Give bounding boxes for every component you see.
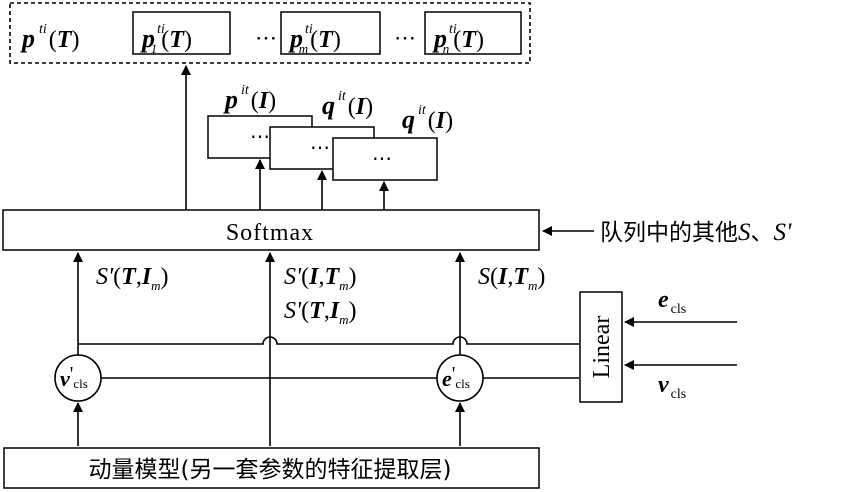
prob-box-3 (332, 137, 438, 181)
prob-box-1-content: ⋯ (250, 126, 270, 148)
node-v-cls-label: v'cls (60, 363, 88, 391)
line-upper (78, 336, 579, 345)
output-box-m (280, 11, 381, 55)
output-ellipsis-1: ⋯ (255, 25, 277, 50)
linear-box (579, 291, 623, 403)
node-e-cls-label: e'cls (442, 363, 470, 391)
momentum-model-label: 动量模型(另一套参数的特征提取层) (89, 457, 452, 483)
node-v-cls (54, 354, 102, 402)
node-e-cls (436, 354, 484, 402)
output-box-n (424, 11, 522, 55)
sim-label-left: S'(T,Im) (96, 264, 169, 293)
sim-label-mid-2: S'(T,Im) (284, 298, 357, 327)
output-container (9, 2, 531, 64)
output-box-1 (132, 11, 231, 55)
momentum-model-box (3, 447, 540, 489)
sim-label-mid-1: S'(I,Tm) (284, 264, 357, 293)
prob-box-2-content: ⋯ (310, 137, 330, 159)
queue-note: 队列中的其他S、S' (600, 219, 792, 246)
linear-label: Linear (589, 316, 615, 379)
sim-label-right: S(I,Tm) (478, 264, 545, 293)
output-ellipsis-2: ⋯ (394, 25, 416, 50)
prob-box-3-content: ⋯ (372, 148, 392, 170)
softmax-label: Softmax (226, 220, 314, 246)
softmax-box (2, 209, 540, 251)
